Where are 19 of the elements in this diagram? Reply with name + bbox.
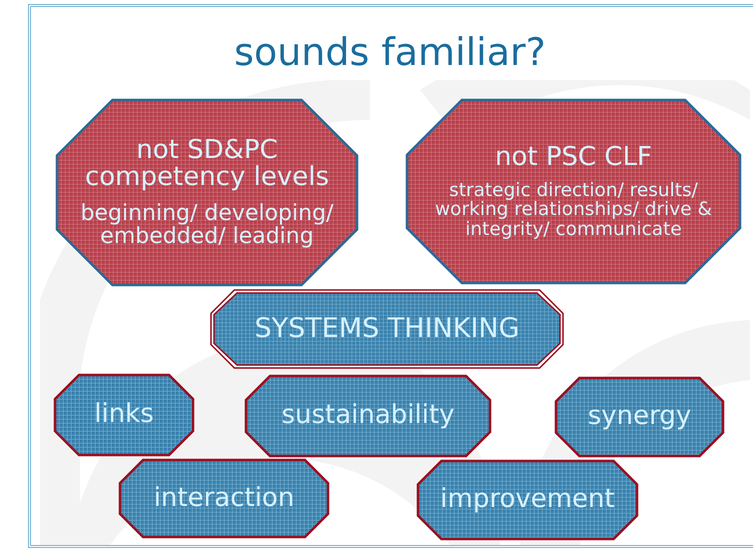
octagon-shape (55, 375, 193, 455)
heading: not PSC CLF (494, 144, 652, 172)
octagon-shape (57, 100, 357, 285)
heading: interaction (154, 484, 294, 512)
heading: SYSTEMS THINKING (254, 314, 520, 344)
body-text: strategic direction/ results/ working relationships/ drive & integrity/ communicate (434, 181, 713, 240)
heading: synergy (588, 403, 692, 431)
heading: sustainability (281, 402, 455, 430)
heading: not SD&PC competency levels (84, 137, 330, 192)
body-text: beginning/ developing/ embedded/ leading (80, 202, 334, 248)
octagon-shape (211, 290, 563, 368)
heading: improvement (440, 486, 615, 514)
octagon-shape (418, 461, 637, 539)
octagon-shape (246, 376, 490, 456)
octagon-shape (407, 100, 740, 283)
octagon-shape (556, 378, 723, 456)
heading: links (94, 401, 154, 429)
octagon-shape (120, 460, 328, 537)
title: sounds familiar? (233, 30, 547, 74)
